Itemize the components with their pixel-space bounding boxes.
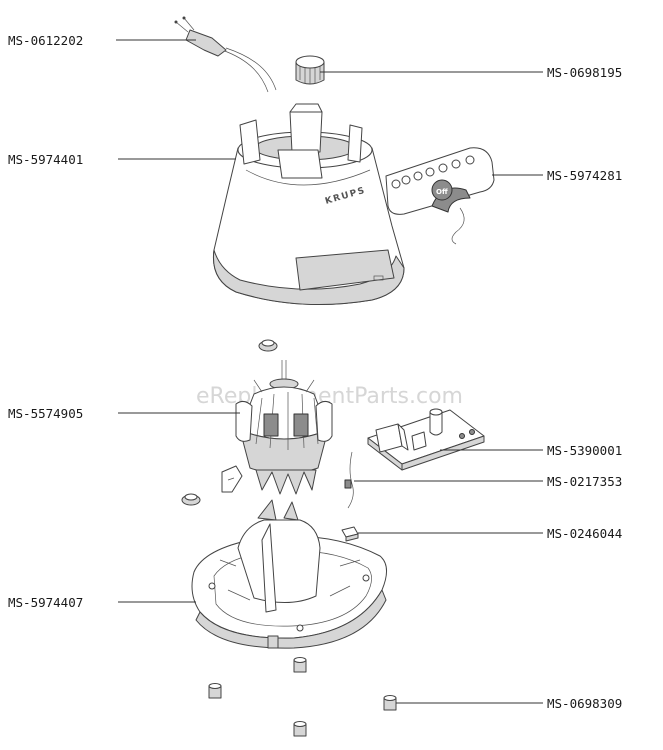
foot-part-1 [293,657,307,673]
label-pcb: MS-5390001 [547,443,622,458]
bracket-part [221,465,243,493]
label-control-panel: MS-5974281 [547,168,622,183]
label-clip: MS-0246044 [547,526,622,541]
foot-part-3 [383,695,397,711]
label-knob: MS-0698195 [547,65,622,80]
knob-part [295,55,325,85]
grommet-left-part [181,493,201,506]
foot-part-2 [208,683,222,699]
label-foot: MS-0698309 [547,696,622,711]
motor-part [235,360,333,495]
grommet-part [258,339,278,352]
label-motor: MS-5574905 [8,406,83,421]
base-part [191,499,387,649]
label-wire: MS-0217353 [547,474,622,489]
housing-part: KRUPS [212,103,405,305]
clip-part [341,526,359,542]
pcb-part [367,408,485,471]
label-housing: MS-5974401 [8,152,83,167]
label-power-cord: MS-0612202 [8,33,83,48]
wire-part [344,451,354,509]
off-button-mark: Off [436,188,448,196]
control-panel-part: Off [385,147,495,245]
power-cord-part [174,16,277,93]
label-base: MS-5974407 [8,595,83,610]
foot-part-4 [293,721,307,737]
